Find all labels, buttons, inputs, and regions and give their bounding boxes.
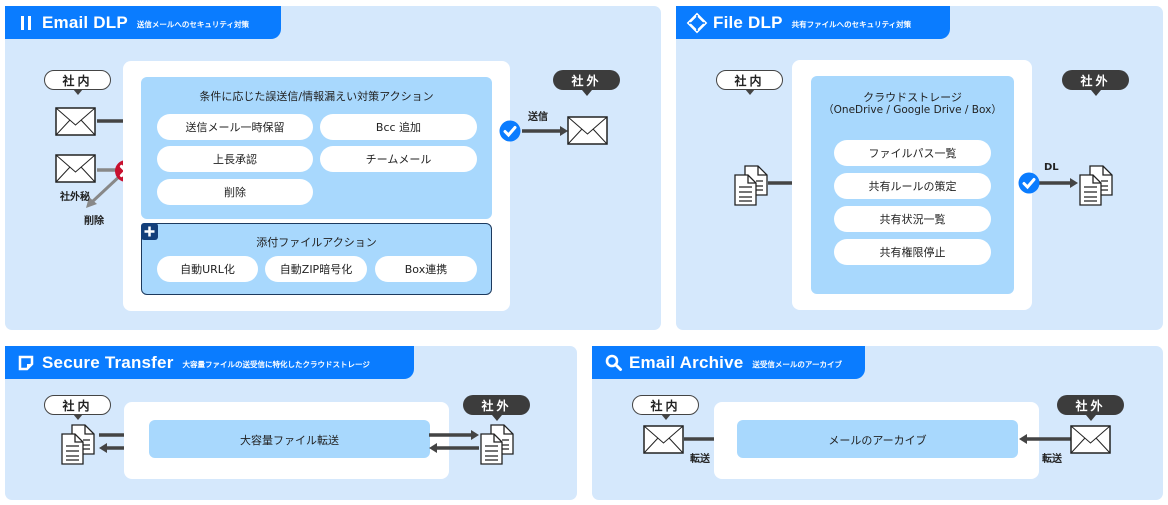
action-bcc[interactable]: Bcc 追加 <box>320 114 477 140</box>
external-tag: 社外 <box>553 70 620 96</box>
mail-icon <box>1070 425 1111 454</box>
archive-box <box>737 420 1018 458</box>
forward-label-right: 転送 <box>1042 454 1062 465</box>
action-file-paths[interactable]: ファイルパス一覧 <box>834 140 991 166</box>
secure-transfer-title: Secure Transfer <box>42 352 174 372</box>
attach-box[interactable]: Box連携 <box>375 256 477 282</box>
action-hold[interactable]: 送信メール一時保留 <box>157 114 313 140</box>
action-delete[interactable]: 削除 <box>157 179 313 205</box>
action-sharing-rules[interactable]: 共有ルールの策定 <box>834 173 991 199</box>
mail-icon <box>643 425 684 454</box>
delete-label: 削除 <box>84 216 104 227</box>
diamond-arrows-icon <box>686 12 708 33</box>
internal-tag: 社内 <box>44 395 111 420</box>
check-icon <box>1018 172 1040 194</box>
action-stop-sharing[interactable]: 共有権限停止 <box>834 239 991 265</box>
confidential-label: 社外秘 <box>60 192 90 203</box>
file-dlp-header: File DLP 共有ファイルへのセキュリティ対策 <box>676 6 950 39</box>
documents-icon <box>480 424 514 465</box>
storage-services: （OneDrive / Google Drive / Box） <box>823 104 1002 116</box>
storage-title: クラウドストレージ <box>863 91 962 104</box>
external-tag: 社外 <box>1057 395 1124 421</box>
confidential-mail-icon <box>55 154 96 183</box>
mail-icon <box>55 107 96 136</box>
email-dlp-header: Email DLP 送信メールへのセキュリティ対策 <box>5 6 281 39</box>
check-icon <box>499 120 521 142</box>
external-tag: 社外 <box>463 395 530 421</box>
search-icon <box>604 354 622 372</box>
send-arrow <box>522 126 568 136</box>
email-archive-title: Email Archive <box>629 352 744 372</box>
secure-transfer-subtitle: 大容量ファイルの送受信に特化したクラウドストレージ <box>182 359 370 369</box>
send-label: 送信 <box>528 112 548 123</box>
archive-action: メールのアーカイブ <box>828 434 927 447</box>
attach-url[interactable]: 自動URL化 <box>157 256 258 282</box>
forward-arrow <box>1019 434 1071 444</box>
documents-icon <box>1079 165 1113 206</box>
secure-transfer-header: Secure Transfer 大容量ファイルの送受信に特化したクラウドストレー… <box>5 346 414 379</box>
transfer-box <box>149 420 430 458</box>
sent-mail-icon <box>567 116 608 145</box>
forward-label-left: 転送 <box>690 454 710 465</box>
documents-icon <box>61 424 95 465</box>
attachment-title: 添付ファイルアクション <box>256 236 377 249</box>
file-dlp-subtitle: 共有ファイルへのセキュリティ対策 <box>791 19 912 29</box>
attach-zip[interactable]: 自動ZIP暗号化 <box>265 256 367 282</box>
transfer-action: 大容量ファイル転送 <box>240 434 339 447</box>
external-tag: 社外 <box>1062 70 1129 96</box>
email-archive-subtitle: 送受信メールのアーカイブ <box>752 359 842 369</box>
email-archive-header: Email Archive 送受信メールのアーカイブ <box>592 346 865 379</box>
email-dlp-title: Email DLP <box>42 12 128 32</box>
download-label: DL <box>1044 162 1059 173</box>
bidirectional-arrow <box>429 430 479 453</box>
pause-bars-icon <box>17 14 35 32</box>
documents-icon <box>734 165 768 206</box>
conditions-title: 条件に応じた誤送信/情報漏えい対策アクション <box>199 90 434 103</box>
file-dlp-title: File DLP <box>713 12 783 32</box>
internal-tag: 社内 <box>632 395 699 420</box>
internal-tag: 社内 <box>716 70 783 95</box>
action-team-mail[interactable]: チームメール <box>320 146 477 172</box>
action-sharing-status[interactable]: 共有状況一覧 <box>834 206 991 232</box>
plus-icon <box>141 223 158 240</box>
email-dlp-subtitle: 送信メールへのセキュリティ対策 <box>136 19 249 29</box>
download-arrow <box>1036 178 1078 188</box>
secure-box-icon <box>17 354 35 372</box>
internal-tag: 社内 <box>44 70 111 95</box>
action-approval[interactable]: 上長承認 <box>157 146 313 172</box>
